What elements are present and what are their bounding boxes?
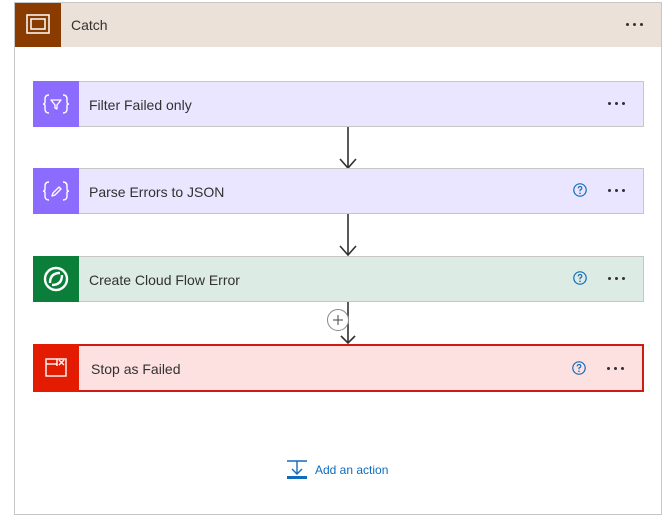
terminate-icon: [33, 344, 79, 392]
catch-scope: Catch Filter Failed only: [14, 2, 662, 515]
action-label: Filter Failed only: [89, 97, 192, 113]
scope-title: Catch: [71, 17, 108, 33]
action-more-options-button[interactable]: [605, 269, 629, 289]
help-icon[interactable]: [572, 361, 586, 375]
scope-more-options-button[interactable]: [623, 15, 647, 35]
action-more-options-button[interactable]: [605, 181, 629, 201]
action-label: Parse Errors to JSON: [89, 184, 225, 200]
scope-icon: [15, 3, 61, 47]
add-action-icon: [287, 460, 307, 479]
insert-step-button[interactable]: [327, 309, 349, 331]
add-action-button[interactable]: Add an action: [285, 459, 388, 481]
action-card-create-cloud-flow-error[interactable]: Create Cloud Flow Error: [33, 256, 644, 302]
add-action-label: Add an action: [315, 463, 389, 477]
data-operation-parse-icon: [33, 168, 79, 214]
dataverse-icon: [33, 256, 79, 302]
action-more-options-button[interactable]: [604, 359, 628, 379]
action-more-options-button[interactable]: [605, 94, 629, 114]
action-label: Stop as Failed: [91, 361, 181, 377]
plus-icon: [333, 315, 343, 325]
action-card-filter-failed[interactable]: Filter Failed only: [33, 81, 644, 127]
action-label: Create Cloud Flow Error: [89, 272, 240, 288]
help-icon[interactable]: [573, 271, 587, 285]
action-card-stop-as-failed[interactable]: Stop as Failed: [33, 344, 644, 392]
help-icon[interactable]: [573, 183, 587, 197]
action-card-parse-errors[interactable]: Parse Errors to JSON: [33, 168, 644, 214]
data-operation-filter-icon: [33, 81, 79, 127]
connector-arrow: [339, 214, 357, 257]
connector-arrow: [339, 127, 357, 170]
scope-header[interactable]: Catch: [15, 3, 661, 47]
